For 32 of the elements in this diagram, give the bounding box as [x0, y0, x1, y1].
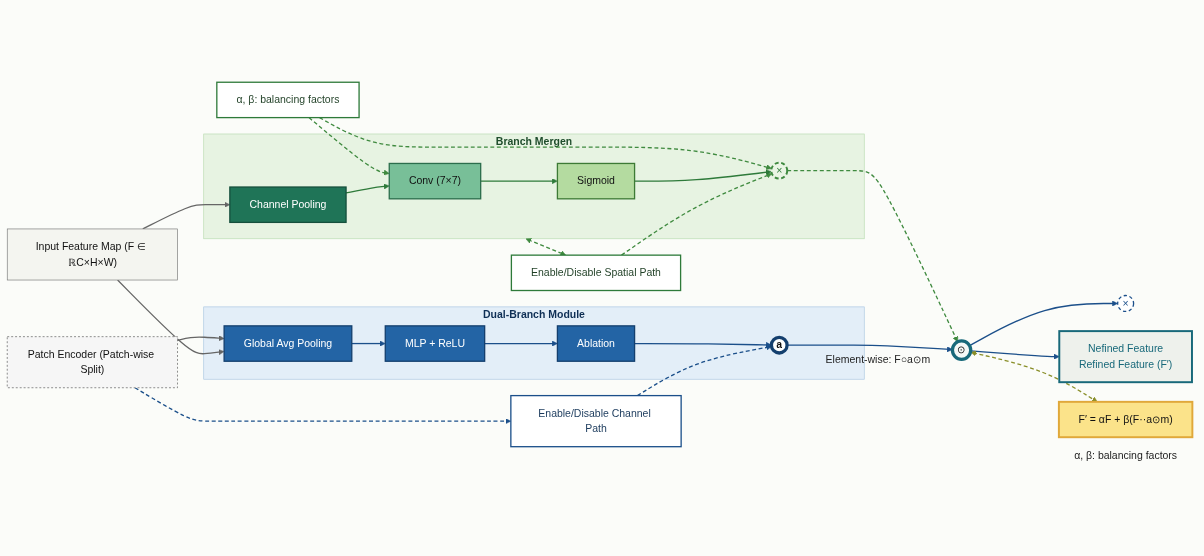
arrow	[308, 116, 390, 176]
node-box: Patch Encoder (Patch-wise Split)	[6, 336, 178, 388]
arrow	[786, 169, 959, 342]
node-box: Ablation	[556, 325, 636, 362]
node-box: Conv (7×7)	[388, 162, 482, 200]
node-circle: ×	[1117, 294, 1135, 313]
arrow	[484, 340, 558, 347]
node-box: Input Feature Map (F ∈ ℝC×H×W)	[6, 228, 178, 281]
node-box: F′ = αF + β(F··a⊙m)	[1057, 400, 1194, 439]
arrow	[525, 238, 567, 256]
arrow	[968, 300, 1118, 347]
arrow	[636, 344, 772, 397]
node-box: Enable/Disable Spatial Path	[510, 254, 682, 292]
node-box: MLP + ReLU	[384, 325, 486, 362]
node-box: Enable/Disable Channel Path	[510, 394, 682, 448]
node-circle: ×	[770, 161, 789, 180]
arrow	[116, 279, 225, 355]
node-label: α, β: balancing factors	[1074, 450, 1178, 462]
node-box: Global Avg Pooling	[223, 325, 353, 362]
node-box: Channel Pooling	[229, 186, 347, 223]
node-circle: a	[769, 335, 789, 355]
arrow	[480, 178, 558, 184]
node-box: Nefined Feature Refined Feature (F′)	[1058, 330, 1193, 384]
node-box: Sigmoid	[556, 162, 636, 200]
arrow	[970, 350, 1098, 403]
node-label: Element-wise: F○a⊙m	[825, 353, 931, 365]
arrow	[318, 116, 772, 170]
arrow	[351, 340, 386, 347]
arrow	[620, 172, 773, 256]
node-box: α, β: balancing factors	[216, 81, 360, 119]
arrow	[176, 335, 225, 341]
node-circle: ⊙	[950, 339, 973, 361]
